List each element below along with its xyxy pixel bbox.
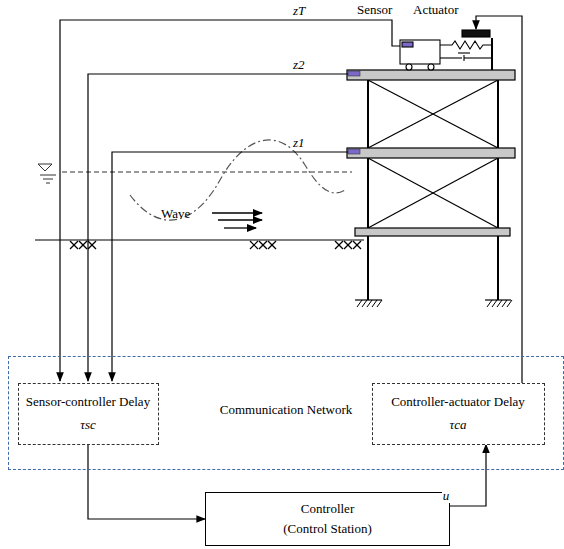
actuator-spring-damper — [491, 38, 493, 70]
water-surface — [46, 183, 50, 184]
fixed-support-hatch — [492, 300, 497, 307]
seabed — [259, 241, 267, 249]
actuator-spring-damper — [462, 30, 490, 37]
sensor-markers — [348, 71, 360, 154]
seabed — [250, 241, 258, 249]
wave-arrows — [218, 219, 262, 220]
seabed — [268, 241, 276, 249]
node-title: Controller — [301, 501, 354, 517]
actuator-spring-damper — [440, 41, 492, 49]
fixed-support-hatch — [487, 300, 492, 307]
wave-arrows — [212, 212, 262, 213]
platform-frame — [368, 80, 498, 148]
seabed — [70, 241, 78, 249]
fixed-support-hatch — [357, 300, 362, 307]
actuator-spring-damper — [464, 57, 492, 58]
signal-wires — [60, 20, 400, 381]
signal-name: z1 — [292, 135, 306, 150]
fixed-support-hatch — [507, 300, 512, 307]
platform-frame — [347, 70, 515, 80]
water-surface — [40, 175, 56, 176]
platform-frame — [368, 80, 498, 148]
platform-frame — [497, 80, 499, 300]
water-surface — [43, 179, 53, 180]
seabed — [335, 241, 343, 249]
wave-label: Wave — [160, 206, 191, 221]
seabed — [344, 241, 352, 249]
node-title: Controller-actuator Delay — [391, 394, 525, 410]
node-title: Sensor-controller Delay — [26, 394, 150, 410]
controller-box: Controller (Control Station) — [205, 492, 450, 546]
platform-frame — [347, 70, 515, 300]
seabed — [344, 241, 352, 249]
signal-wires — [88, 74, 348, 381]
fixed-support-hatch — [497, 300, 502, 307]
seabed — [353, 241, 361, 249]
seabed — [250, 241, 258, 249]
delay-box: Sensor-controller Delay τsc — [18, 383, 159, 445]
sensor-cart — [406, 64, 412, 70]
seabed — [35, 240, 364, 249]
node-title: Communication Network — [220, 402, 353, 418]
seabed — [79, 241, 87, 249]
seabed — [70, 241, 78, 249]
network-region: Communication Network Sensor-controller D… — [8, 356, 564, 470]
sensor-cart — [400, 40, 440, 64]
signal-name: u — [442, 488, 451, 503]
node-subtext: τca — [450, 417, 467, 433]
seabed — [259, 241, 267, 249]
connector — [88, 445, 205, 520]
signal-wires — [476, 16, 522, 383]
sensor-cart — [402, 42, 413, 47]
seabed — [88, 241, 96, 249]
node-subtext: (Control Station) — [283, 521, 371, 537]
platform-frame — [368, 158, 498, 228]
delay-box: Controller-actuator Delay τca — [372, 383, 545, 445]
platform-frame — [355, 299, 382, 300]
fixed-support-hatch — [357, 300, 512, 307]
sensor-markers — [348, 71, 360, 76]
platform-frame — [367, 80, 369, 300]
water-surface — [38, 164, 52, 171]
fixed-support-hatch — [362, 300, 367, 307]
actuator-spring-damper — [440, 30, 492, 70]
fixed-support-hatch — [377, 300, 382, 307]
node-subtext: τsc — [80, 417, 95, 433]
fixed-support-hatch — [372, 300, 377, 307]
actuator-spring-damper — [440, 57, 462, 58]
seabed — [79, 241, 87, 249]
sensor-label: Sensor — [356, 2, 393, 17]
seabed — [335, 241, 343, 249]
signal-wires — [60, 16, 522, 383]
signal-name: zT — [292, 3, 306, 18]
wave-arrows — [212, 213, 262, 228]
platform-frame — [368, 158, 498, 228]
seabed — [353, 241, 361, 249]
sensor-cart — [428, 64, 434, 70]
wave-arrows — [224, 227, 256, 228]
actuator-spring-damper — [458, 52, 470, 53]
fixed-support-hatch — [502, 300, 507, 307]
platform-frame — [355, 228, 510, 236]
signal-name: z2 — [292, 57, 306, 72]
platform-frame — [347, 148, 515, 158]
seabed — [88, 241, 96, 249]
sensor-markers — [348, 149, 360, 154]
seabed — [268, 241, 276, 249]
seabed — [35, 239, 364, 240]
actuator-label: Actuator — [412, 2, 459, 17]
sensor-cart — [400, 40, 440, 70]
connector — [450, 445, 486, 507]
fixed-support-hatch — [367, 300, 372, 307]
signal-wires — [112, 152, 348, 381]
